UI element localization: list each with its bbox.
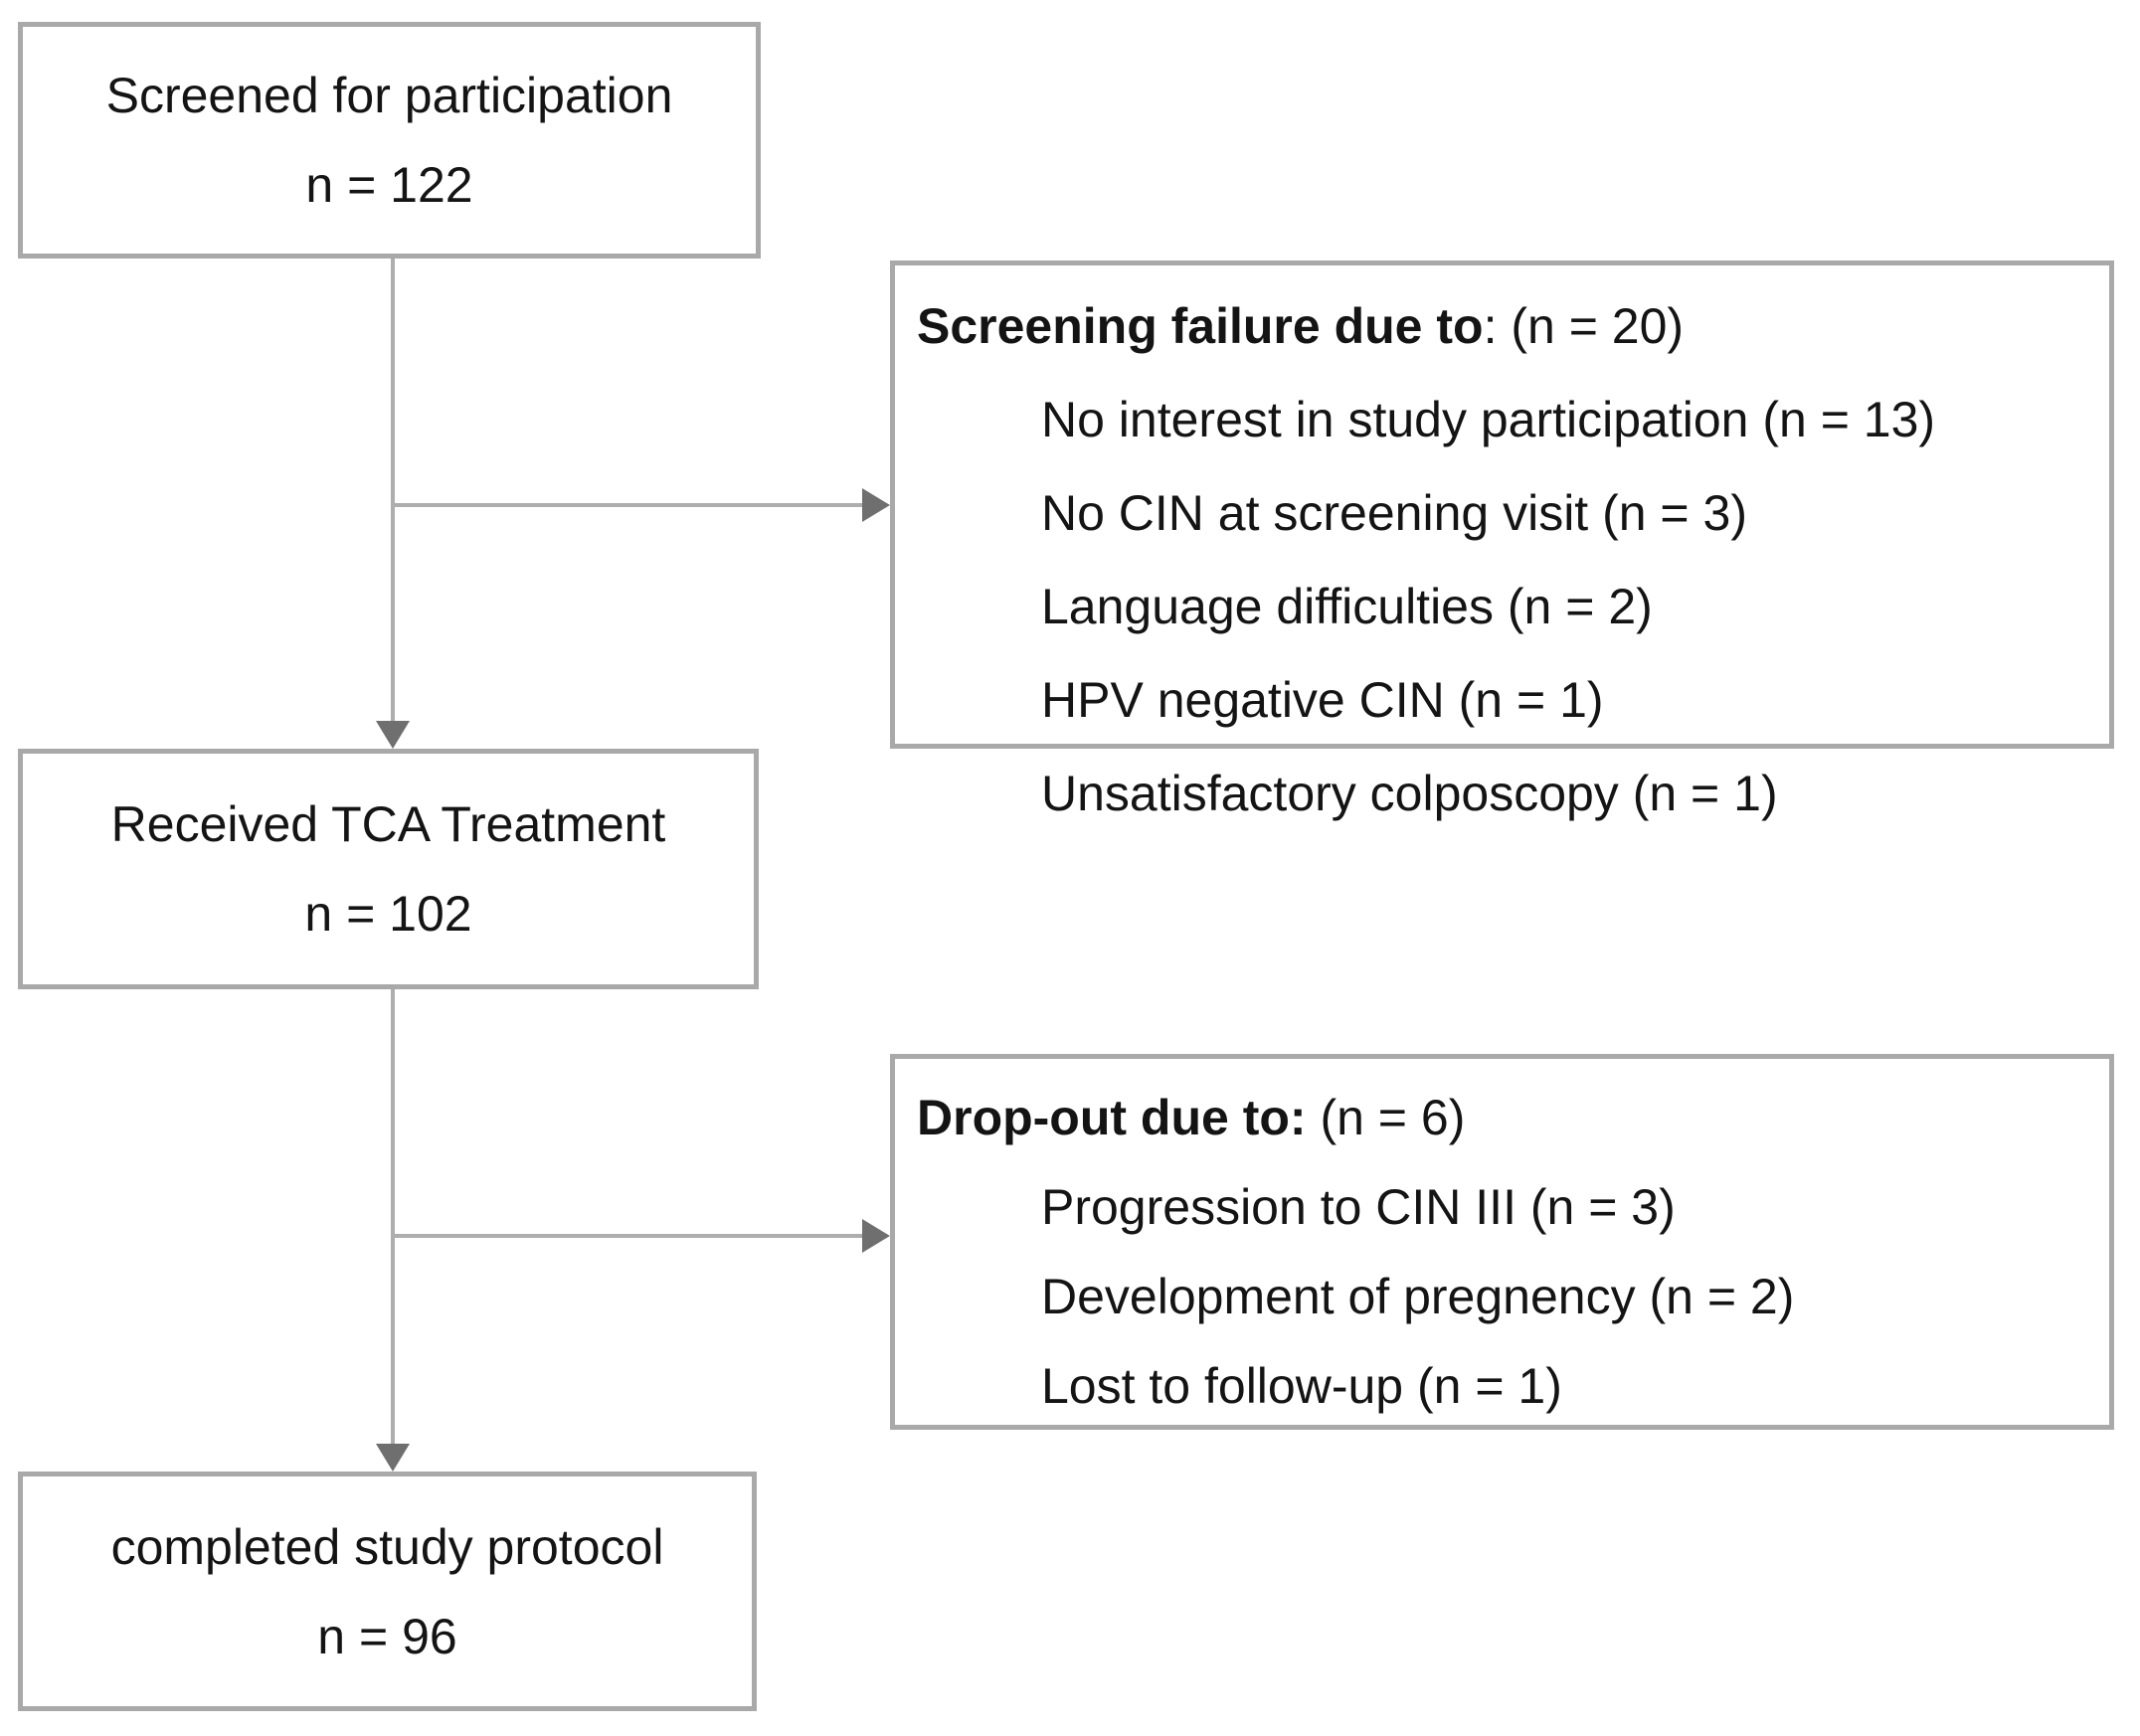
screening-failure-item: Unsatisfactory colposcopy (n = 1) bbox=[1041, 766, 1778, 821]
completed-label: completed study protocol bbox=[110, 1518, 664, 1575]
box-completed-study-protocol: completed study protocol n = 96 bbox=[18, 1472, 757, 1711]
completed-count: n = 96 bbox=[317, 1608, 457, 1664]
drop-out-title: Drop-out due to: (n = 6) bbox=[917, 1073, 2091, 1162]
box-screened-for-participation: Screened for participation n = 122 bbox=[18, 22, 761, 259]
screening-failure-item: No CIN at screening visit (n = 3) bbox=[1041, 485, 1747, 541]
treated-label: Received TCA Treatment bbox=[110, 796, 666, 852]
screened-label: Screened for participation bbox=[105, 68, 673, 123]
arrow-right-icon bbox=[862, 1219, 890, 1253]
drop-out-item: Progression to CIN III (n = 3) bbox=[1041, 1179, 1676, 1235]
screening-failure-item: Language difficulties (n = 2) bbox=[1041, 579, 1653, 634]
screening-failure-title: Screening failure due to: (n = 20) bbox=[917, 279, 2091, 373]
box-received-tca-treatment: Received TCA Treatment n = 102 bbox=[18, 749, 759, 989]
screened-count: n = 122 bbox=[305, 157, 473, 213]
connector-treated-to-completed bbox=[391, 989, 395, 1444]
connector-screened-to-treated bbox=[391, 259, 395, 721]
drop-out-title-bold: Drop-out due to: bbox=[917, 1090, 1307, 1145]
drop-out-item: Development of pregnency (n = 2) bbox=[1041, 1269, 1795, 1324]
connector-branch-to-screening-failure bbox=[393, 503, 862, 507]
screening-failure-title-bold: Screening failure due to bbox=[917, 298, 1484, 354]
arrow-down-icon bbox=[376, 1444, 410, 1472]
arrow-right-icon bbox=[862, 488, 890, 522]
box-drop-out: Drop-out due to: (n = 6) Progression to … bbox=[890, 1054, 2114, 1430]
connector-branch-to-drop-out bbox=[393, 1234, 862, 1238]
treated-count: n = 102 bbox=[304, 886, 472, 942]
drop-out-title-count: (n = 6) bbox=[1306, 1090, 1466, 1145]
arrow-down-icon bbox=[376, 721, 410, 749]
screening-failure-item: No interest in study participation (n = … bbox=[1041, 392, 1936, 447]
box-screening-failure: Screening failure due to: (n = 20) No in… bbox=[890, 260, 2114, 821]
drop-out-item: Lost to follow-up (n = 1) bbox=[1041, 1358, 1562, 1414]
screening-failure-title-count: : (n = 20) bbox=[1483, 298, 1685, 354]
screening-failure-item: HPV negative CIN (n = 1) bbox=[1041, 672, 1604, 728]
